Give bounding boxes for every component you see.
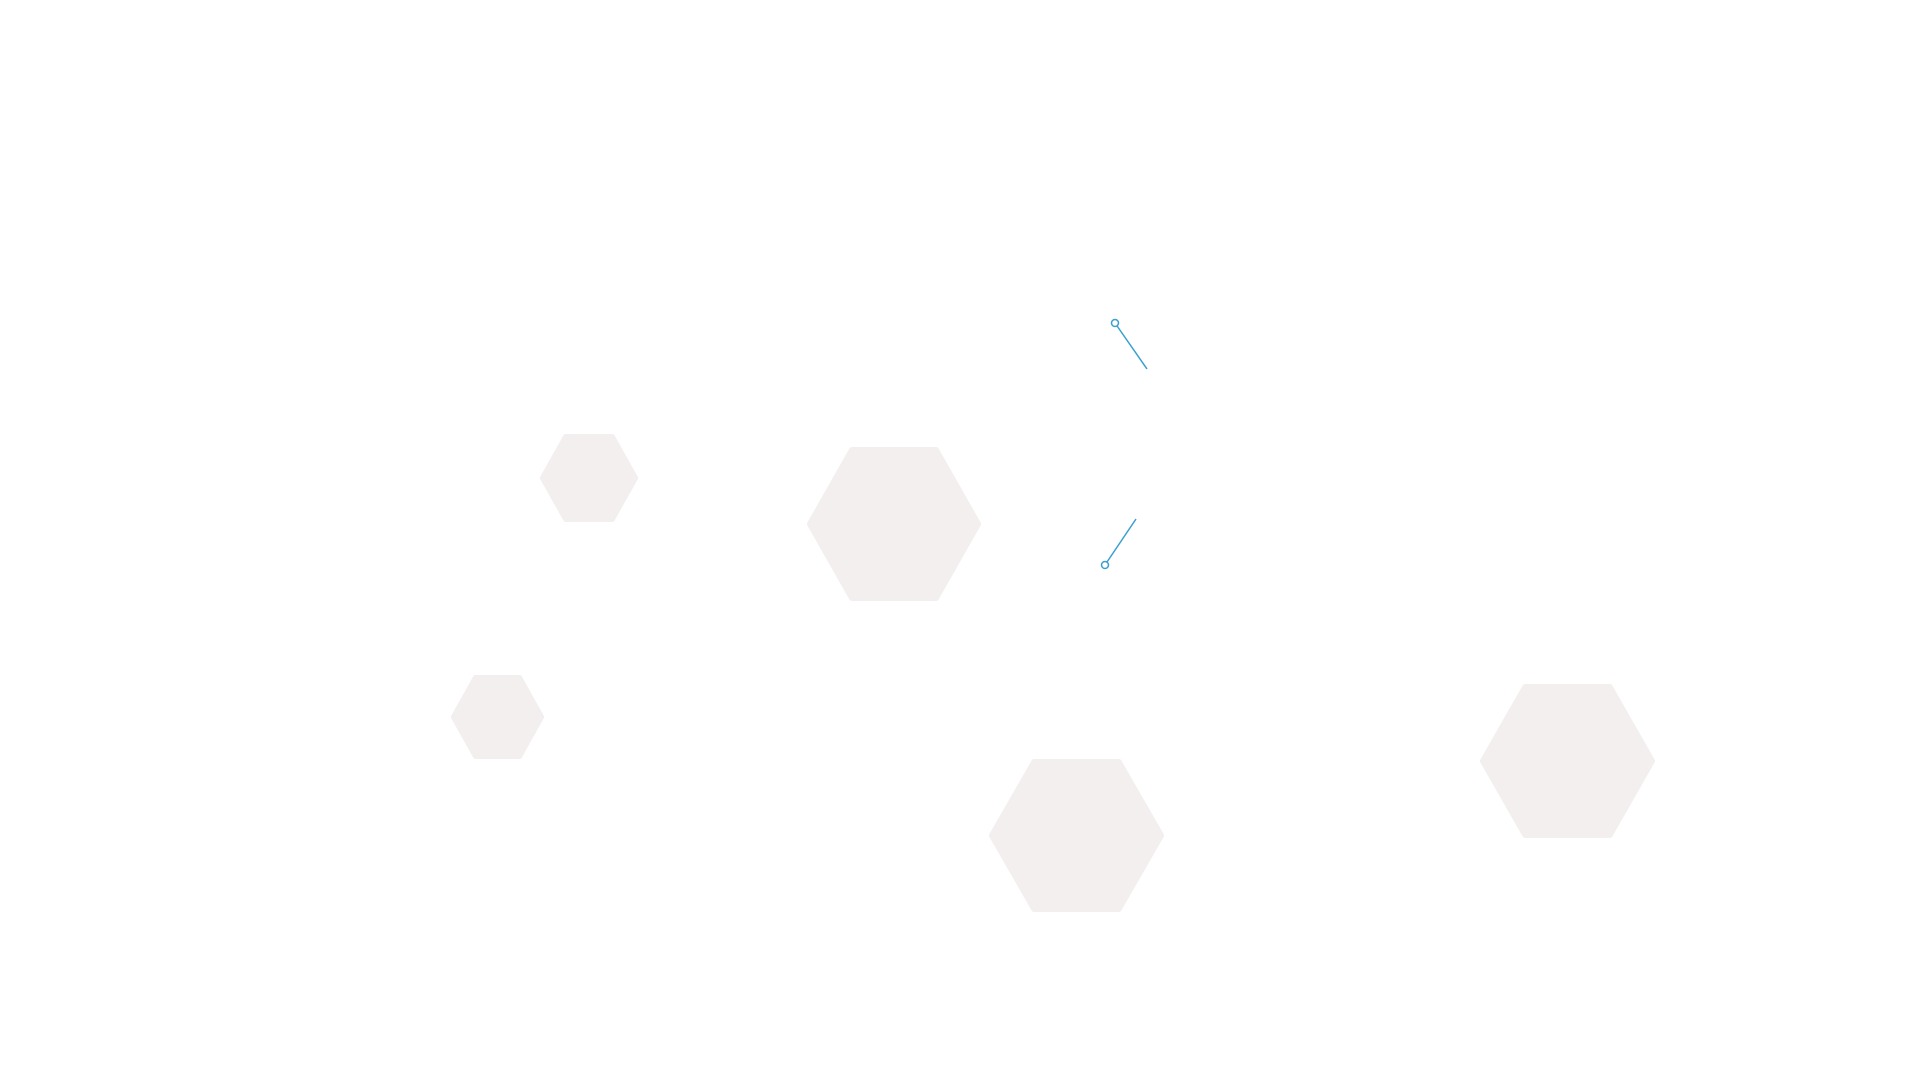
connector-line	[1114, 322, 1148, 370]
hexagon-shape	[989, 759, 1164, 912]
hexagon-shape	[540, 434, 638, 522]
hexagon-shape	[1480, 684, 1655, 838]
connector-bottom	[1100, 518, 1137, 570]
hexagon-shape	[451, 675, 544, 759]
connector-top	[1110, 318, 1148, 370]
connector-node-icon	[1100, 560, 1110, 570]
connector-line	[1104, 518, 1137, 566]
connector-node-icon	[1110, 318, 1120, 328]
hexagon-shape	[807, 447, 981, 601]
hexagon-group	[451, 434, 1655, 912]
